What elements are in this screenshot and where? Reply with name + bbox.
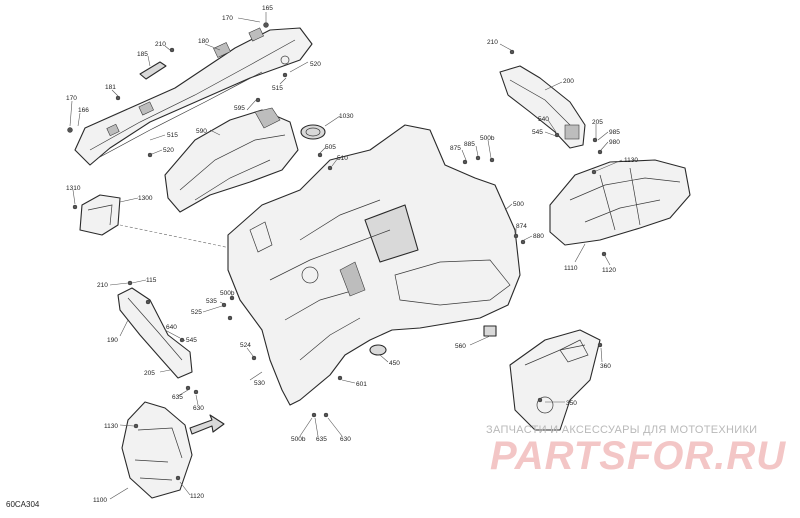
callout-530: 530 xyxy=(254,380,265,387)
callout-524: 524 xyxy=(240,342,251,349)
panel-1100 xyxy=(121,401,193,499)
callout-210: 210 xyxy=(97,282,108,289)
callout-601: 601 xyxy=(356,381,367,388)
callout-535: 535 xyxy=(206,298,217,305)
callout-185: 185 xyxy=(137,51,148,58)
callout-170: 170 xyxy=(66,95,77,102)
callout-190: 190 xyxy=(107,337,118,344)
leader-lines xyxy=(69,12,623,500)
callout-520: 520 xyxy=(310,61,321,68)
plug-450 xyxy=(369,344,387,356)
bracket-1300 xyxy=(79,194,121,236)
callout-510: 510 xyxy=(337,155,348,162)
callout-500b: 500b xyxy=(291,436,306,443)
panel-350 xyxy=(509,329,601,431)
fasteners xyxy=(67,22,607,481)
callout-1130: 1130 xyxy=(104,423,118,430)
callout-630: 630 xyxy=(193,405,204,412)
callout-885: 885 xyxy=(464,141,475,148)
callout-540: 540 xyxy=(538,116,549,123)
callout-205: 205 xyxy=(592,119,603,126)
callout-505: 505 xyxy=(325,144,336,151)
watermark-tagline: ЗАПЧАСТИ И АКСЕССУАРЫ ДЛЯ МОТОТЕХНИКИ xyxy=(486,424,758,436)
center-panel-590 xyxy=(164,107,299,213)
callout-595: 595 xyxy=(234,105,245,112)
bracket-200 xyxy=(499,65,586,149)
callout-500b: 500b xyxy=(480,135,495,142)
main-body-601 xyxy=(227,124,521,406)
callout-560: 560 xyxy=(455,343,466,350)
callout-labels: 165 170 180 185 210 520 515 181 170 166 … xyxy=(66,5,638,504)
callout-590: 590 xyxy=(196,128,207,135)
callout-875: 875 xyxy=(450,145,461,152)
callout-545: 545 xyxy=(532,129,543,136)
callout-640: 640 xyxy=(166,324,177,331)
callout-210: 210 xyxy=(487,39,498,46)
callout-200: 200 xyxy=(563,78,574,85)
callout-985: 985 xyxy=(609,129,620,136)
callout-1130: 1130 xyxy=(624,157,638,164)
diagram-code: 60CA304 xyxy=(6,500,40,509)
callout-525: 525 xyxy=(191,309,202,316)
callout-181: 181 xyxy=(105,84,116,91)
callout-880: 880 xyxy=(533,233,544,240)
callout-500: 500 xyxy=(513,201,524,208)
callout-635: 635 xyxy=(172,394,183,401)
callout-115: 115 xyxy=(146,277,157,284)
callout-980: 980 xyxy=(609,139,620,146)
callout-1030: 1030 xyxy=(339,113,354,120)
callout-1300: 1300 xyxy=(138,195,153,202)
direction-arrow-icon xyxy=(189,414,225,435)
callout-520: 520 xyxy=(163,147,174,154)
callout-515: 515 xyxy=(167,132,178,139)
bracket-190 xyxy=(117,287,193,379)
callout-874: 874 xyxy=(516,223,527,230)
callout-515: 515 xyxy=(272,85,283,92)
callout-630: 630 xyxy=(340,436,351,443)
callout-1110: 1110 xyxy=(564,265,578,272)
callout-210: 210 xyxy=(155,41,166,48)
callout-545: 545 xyxy=(186,337,197,344)
floor-panel-1110 xyxy=(549,159,691,246)
callout-170: 170 xyxy=(222,15,233,22)
callout-166: 166 xyxy=(78,107,89,114)
callout-1120: 1120 xyxy=(602,267,616,274)
callout-350: 350 xyxy=(566,400,577,407)
callout-205: 205 xyxy=(144,370,155,377)
callout-1310: 1310 xyxy=(66,185,81,192)
callout-500b: 500b xyxy=(220,290,235,297)
watermark-brand-logo: PARTSFOR.RU xyxy=(490,434,787,478)
callout-165: 165 xyxy=(262,5,273,12)
callout-360: 360 xyxy=(600,363,611,370)
grommet-1030 xyxy=(300,124,326,140)
callout-450: 450 xyxy=(389,360,400,367)
upper-rail-part xyxy=(74,27,313,166)
clip-560 xyxy=(483,325,497,337)
rail-bracket-185 xyxy=(139,61,167,80)
callout-180: 180 xyxy=(198,38,209,45)
callout-635: 635 xyxy=(316,436,327,443)
callout-1100: 1100 xyxy=(93,497,107,504)
callout-1120: 1120 xyxy=(190,493,204,500)
